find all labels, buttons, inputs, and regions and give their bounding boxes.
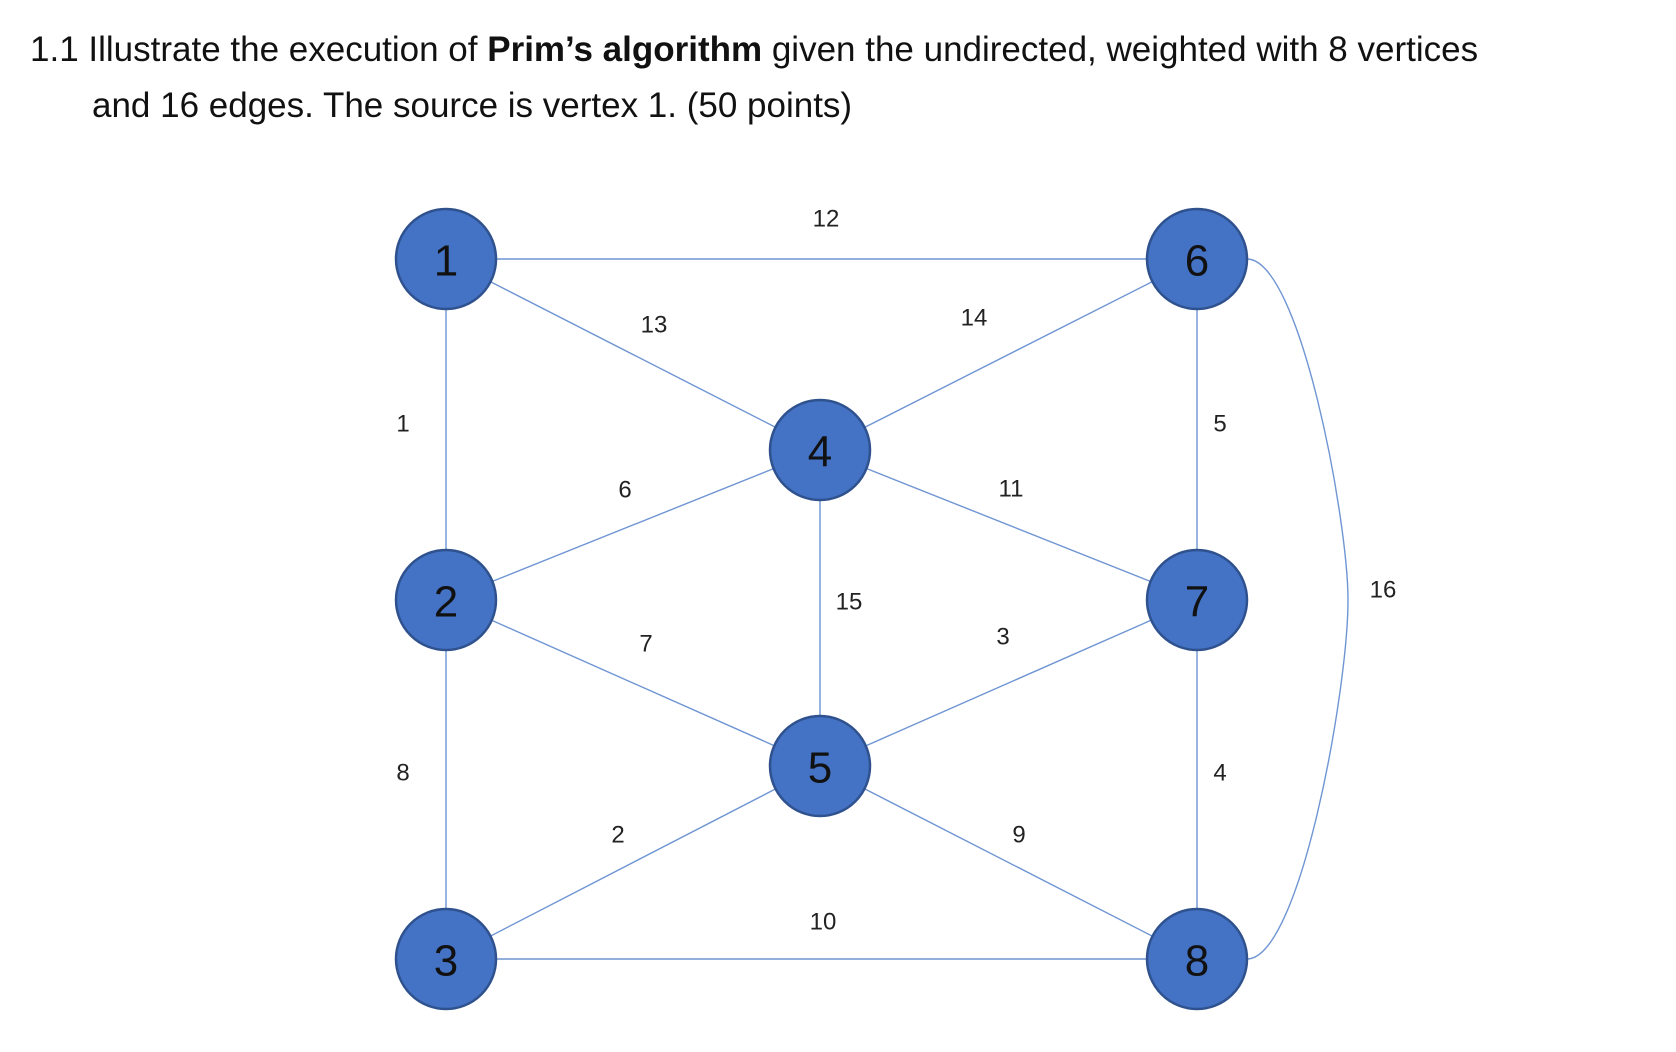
question-line-1: 1.1 Illustrate the execution of Prim’s a… xyxy=(30,22,1660,78)
edge-weight-7-8: 4 xyxy=(1213,760,1226,787)
edge-weight-4-5: 15 xyxy=(836,589,863,616)
question-line-1-suffix: given the undirected, weighted with 8 ve… xyxy=(762,30,1479,69)
edge-weight-3-5: 2 xyxy=(611,822,624,849)
vertex-label-8: 8 xyxy=(1185,937,1209,986)
edge-weight-5-8: 9 xyxy=(1012,822,1025,849)
vertex-3: 3 xyxy=(394,907,498,1011)
vertex-label-3: 3 xyxy=(434,937,458,986)
vertex-8: 8 xyxy=(1145,907,1249,1011)
vertex-label-7: 7 xyxy=(1185,578,1209,627)
vertex-circle-5 xyxy=(768,714,872,818)
vertex-circle-6 xyxy=(1145,207,1249,311)
edge-weight-3-8: 10 xyxy=(810,909,837,936)
edge-6-8 xyxy=(1246,258,1349,960)
vertex-label-1: 1 xyxy=(434,237,458,286)
edge-weight-2-4: 6 xyxy=(618,477,631,504)
edge-4-6 xyxy=(864,280,1153,429)
edge-weight-2-5: 7 xyxy=(639,631,652,658)
edge-4-7 xyxy=(866,467,1151,583)
edge-2-4 xyxy=(492,467,774,583)
vertex-circle-7 xyxy=(1145,548,1249,652)
question-line-1-prefix: 1.1 Illustrate the execution of xyxy=(30,30,488,69)
edge-1-4 xyxy=(490,281,776,428)
vertex-label-2: 2 xyxy=(434,578,458,627)
vertex-circle-8 xyxy=(1145,907,1249,1011)
edge-5-7 xyxy=(865,619,1152,747)
vertex-circle-3 xyxy=(394,907,498,1011)
edge-2-5 xyxy=(491,619,775,747)
question-text: 1.1 Illustrate the execution of Prim’s a… xyxy=(30,22,1660,134)
vertex-circle-2 xyxy=(394,548,498,652)
vertex-4: 4 xyxy=(768,398,872,502)
vertex-5: 5 xyxy=(768,714,872,818)
vertex-7: 7 xyxy=(1145,548,1249,652)
vertex-label-4: 4 xyxy=(808,428,832,477)
edges-layer xyxy=(445,258,1349,960)
vertex-circle-4 xyxy=(768,398,872,502)
edge-3-5 xyxy=(490,788,776,937)
edge-5-8 xyxy=(864,788,1153,937)
vertex-circle-1 xyxy=(394,207,498,311)
vertex-2: 2 xyxy=(394,548,498,652)
edge-weight-1-2: 1 xyxy=(396,411,409,438)
edge-weight-4-6: 14 xyxy=(961,305,988,332)
edge-weight-2-3: 8 xyxy=(396,760,409,787)
edge-weight-4-7: 11 xyxy=(999,476,1024,503)
edge-weight-6-8: 16 xyxy=(1370,577,1397,604)
vertex-label-6: 6 xyxy=(1185,237,1209,286)
vertex-label-5: 5 xyxy=(808,744,832,793)
vertex-6: 6 xyxy=(1145,207,1249,311)
edge-weight-1-4: 13 xyxy=(641,312,668,339)
vertex-1: 1 xyxy=(394,207,498,311)
edge-weight-1-6: 12 xyxy=(813,206,840,233)
edge-weight-6-7: 5 xyxy=(1213,411,1226,438)
edge-weight-5-7: 3 xyxy=(996,624,1009,651)
question-line-2: and 16 edges. The source is vertex 1. (5… xyxy=(92,86,853,125)
question-bold-term: Prim’s algorithm xyxy=(487,30,763,69)
